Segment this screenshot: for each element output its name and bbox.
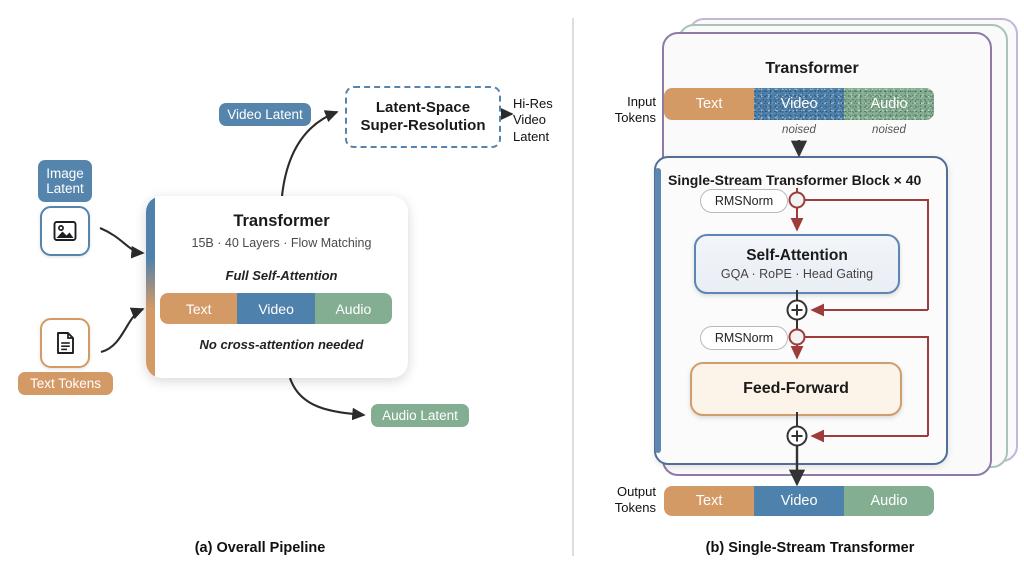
- image-latent-pill: Image Latent: [38, 160, 92, 202]
- input-token-label-video: Video: [780, 96, 818, 112]
- token-segment-video: Video: [237, 293, 315, 324]
- hires-line-3: Latent: [513, 128, 550, 144]
- video-latent-label: Video Latent: [227, 106, 303, 122]
- input-tokens-line1: Input: [627, 94, 656, 109]
- output-tokens-line2: Tokens: [614, 500, 656, 516]
- input-token-audio: Audio: [844, 88, 934, 120]
- output-tokens-line1: Output: [616, 484, 656, 499]
- input-token-label-text: Text: [695, 96, 723, 112]
- document-icon-tile: [40, 318, 90, 368]
- image-latent-label-line2: Latent: [46, 181, 84, 196]
- pipeline-transformer-subtitle: 15B · 40 Layers · Flow Matching: [191, 236, 372, 250]
- input-tokens-line2: Tokens: [614, 110, 656, 126]
- detail-transformer-title: Transformer: [765, 60, 859, 77]
- output-token-label-video: Video: [780, 493, 818, 509]
- image-icon: [53, 221, 77, 241]
- hires-line-1: Hi-Res: [513, 96, 553, 111]
- full-self-attention-note: Full Self-Attention: [225, 268, 338, 283]
- output-token-label-text: Text: [695, 493, 723, 509]
- self-attention-title: Self-Attention: [746, 247, 848, 264]
- noised-label-audio: noised: [872, 124, 906, 136]
- output-token-strip: Text Video Audio: [664, 486, 934, 516]
- feed-forward-title: Feed-Forward: [743, 380, 849, 397]
- token-segment-audio: Audio: [314, 293, 392, 324]
- no-cross-attention-note: No cross-attention needed: [199, 337, 364, 352]
- pipeline-token-strip: Text Video Audio: [160, 293, 392, 324]
- output-token-label-audio: Audio: [870, 493, 908, 509]
- noised-label-video: noised: [782, 124, 816, 136]
- text-tokens-pill: Text Tokens: [18, 372, 113, 395]
- input-token-label-audio: Audio: [870, 96, 908, 112]
- hires-line-2: Video: [513, 112, 547, 128]
- pipeline-transformer-title: Transformer: [233, 212, 330, 230]
- audio-latent-pill: Audio Latent: [371, 404, 469, 427]
- rmsnorm-pill-attention: RMSNorm: [700, 189, 788, 213]
- output-token-text: Text: [664, 486, 755, 516]
- output-token-audio: Audio: [844, 486, 934, 516]
- super-resolution-line1: Latent-Space: [375, 98, 471, 116]
- self-attention-box: Self-Attention GQA · RoPE · Head Gating: [694, 234, 900, 294]
- super-resolution-box: Latent-Space Super-Resolution: [345, 86, 501, 148]
- audio-latent-label: Audio Latent: [382, 407, 458, 423]
- document-icon: [57, 332, 74, 354]
- input-token-video: Video: [754, 88, 845, 120]
- super-resolution-line2: Super-Resolution: [360, 117, 486, 134]
- output-token-video: Video: [754, 486, 845, 516]
- self-attention-subtitle: GQA · RoPE · Head Gating: [720, 267, 874, 281]
- pipeline-transformer-card: Transformer 15B · 40 Layers · Flow Match…: [146, 196, 408, 378]
- token-label-audio: Audio: [335, 300, 372, 317]
- input-tokens-label: Input Tokens: [588, 94, 656, 127]
- right-caption: (b) Single-Stream Transformer: [705, 540, 915, 556]
- output-tokens-label: Output Tokens: [588, 484, 656, 517]
- text-tokens-label: Text Tokens: [29, 375, 102, 391]
- left-caption: (a) Overall Pipeline: [194, 540, 326, 556]
- token-segment-text: Text: [160, 293, 238, 324]
- modality-gradient-bar: [146, 196, 155, 378]
- video-latent-pill: Video Latent: [219, 103, 311, 126]
- token-label-text: Text: [185, 300, 212, 317]
- single-stream-block: [654, 156, 948, 465]
- token-label-video: Video: [258, 300, 294, 317]
- single-stream-block-title: Single-Stream Transformer Block × 40: [668, 172, 922, 188]
- input-token-strip: Text Video Audio: [664, 88, 934, 120]
- block-accent-bar: [655, 168, 661, 453]
- hires-video-latent-label: Hi-Res Video Latent: [513, 96, 573, 145]
- panel-divider: [572, 18, 574, 556]
- rmsnorm-pill-ffn: RMSNorm: [700, 326, 788, 350]
- input-token-text: Text: [664, 88, 755, 120]
- image-latent-label-line1: Image: [46, 165, 84, 181]
- image-icon-tile: [40, 206, 90, 256]
- feed-forward-box: Feed-Forward: [690, 362, 902, 416]
